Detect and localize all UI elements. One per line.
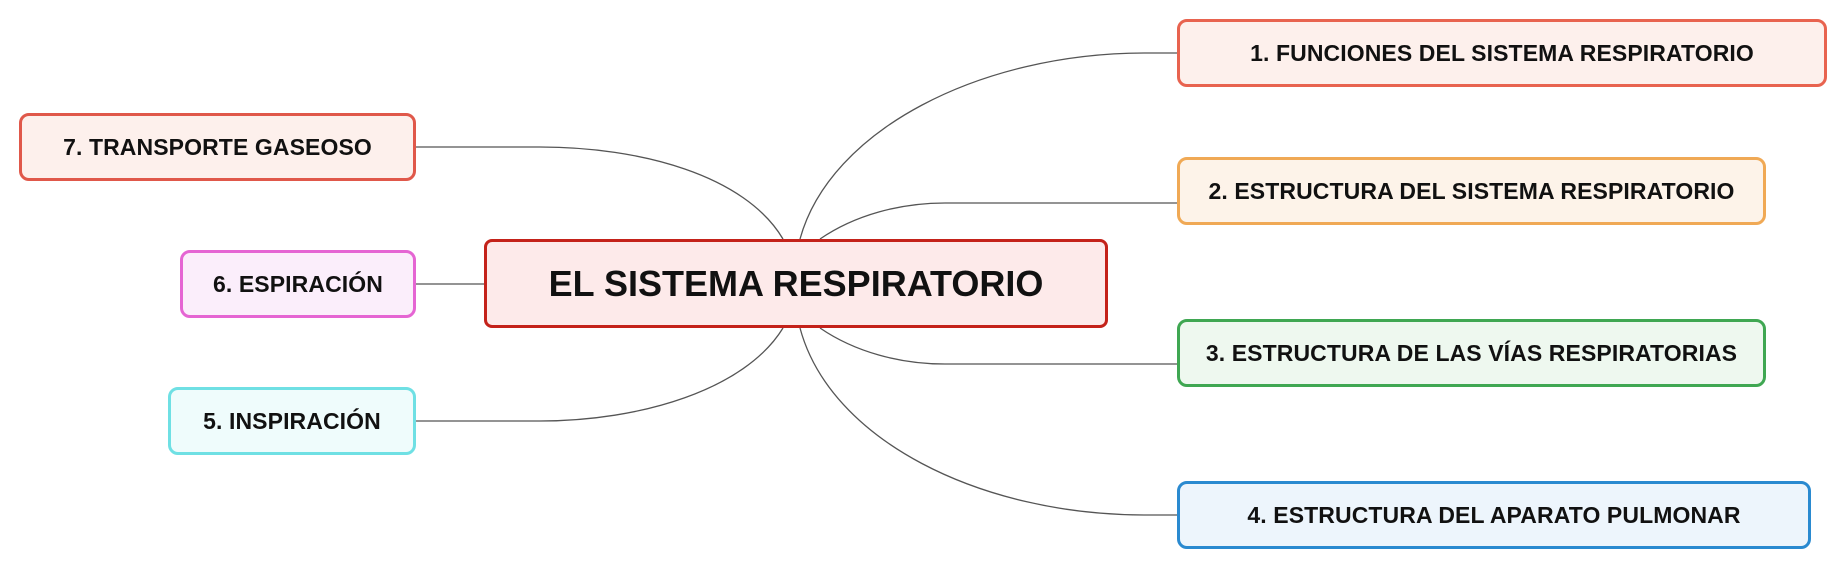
topic-node-estructura-sistema[interactable]: 2. ESTRUCTURA DEL SISTEMA RESPIRATORIO: [1177, 157, 1766, 225]
connector-5: [416, 327, 784, 422]
topic-label: 4. ESTRUCTURA DEL APARATO PULMONAR: [1247, 501, 1741, 528]
topic-node-inspiracion[interactable]: 5. INSPIRACIÓN: [168, 387, 416, 455]
connector-2: [819, 202, 1177, 240]
topic-label: 2. ESTRUCTURA DEL SISTEMA RESPIRATORIO: [1208, 177, 1735, 204]
topic-node-vias-respiratorias[interactable]: 3. ESTRUCTURA DE LAS VÍAS RESPIRATORIAS: [1177, 319, 1766, 387]
topic-node-transporte-gaseoso[interactable]: 7. TRANSPORTE GASEOSO: [19, 113, 416, 181]
connector-3: [819, 327, 1177, 365]
topic-node-aparato-pulmonar[interactable]: 4. ESTRUCTURA DEL APARATO PULMONAR: [1177, 481, 1811, 549]
root-topic-node[interactable]: EL SISTEMA RESPIRATORIO: [484, 239, 1108, 328]
connector-4: [799, 327, 1177, 516]
root-topic-label: EL SISTEMA RESPIRATORIO: [548, 262, 1044, 304]
connector-1: [799, 52, 1177, 240]
topic-label: 3. ESTRUCTURA DE LAS VÍAS RESPIRATORIAS: [1205, 339, 1738, 366]
topic-label: 6. ESPIRACIÓN: [212, 270, 383, 297]
topic-node-funciones[interactable]: 1. FUNCIONES DEL SISTEMA RESPIRATORIO: [1177, 19, 1827, 87]
topic-label: 7. TRANSPORTE GASEOSO: [63, 133, 372, 160]
topic-label: 1. FUNCIONES DEL SISTEMA RESPIRATORIO: [1250, 39, 1754, 66]
connector-7: [416, 146, 784, 240]
topic-label: 5. INSPIRACIÓN: [203, 407, 381, 434]
topic-node-espiracion[interactable]: 6. ESPIRACIÓN: [180, 250, 416, 318]
